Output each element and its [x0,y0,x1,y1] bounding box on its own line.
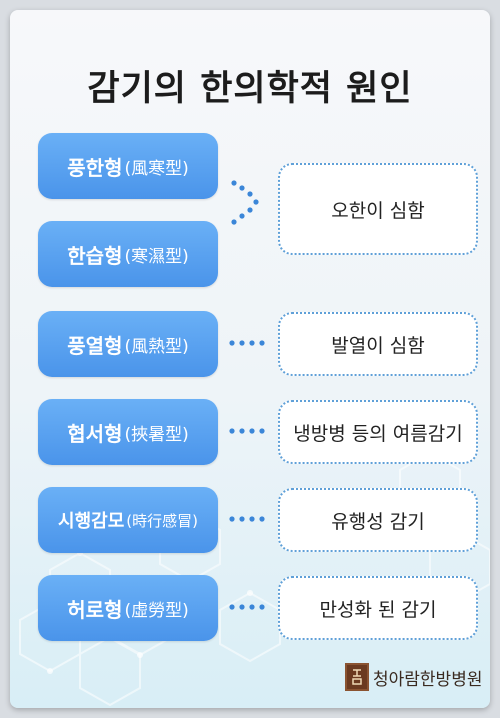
type-name: 한습형 [67,243,123,268]
type-hanja: (風寒型) [124,158,189,179]
description-box: 유행성 감기 [278,488,478,552]
dots-connector [229,516,265,522]
type-name: 시행감모 [58,511,125,532]
merge-dots-connector [231,180,259,225]
type-hanja: (寒濕型) [124,246,189,267]
type-name: 허로형 [67,597,123,622]
type-hanja: (虛勞型) [124,600,189,621]
hospital-logo: 청아람한방병원 [345,660,482,694]
logo-text: 청아람한방병원 [373,669,483,690]
type-si-haeng-gam-mo: 시행감모(時行感冒) [38,487,218,553]
description-box: 냉방병 등의 여름감기 [278,400,478,464]
type-hanja: (挾暑型) [124,424,189,445]
type-hyeop-seo: 협서형(挾暑型) [38,399,218,465]
type-name: 풍한형 [67,155,123,180]
type-hanja: (風熱型) [124,336,189,357]
type-heo-ro: 허로형(虛勞型) [38,575,218,641]
description-box: 만성화 된 감기 [278,576,478,640]
seal-icon [345,663,369,691]
description-box: 오한이 심함 [278,163,478,255]
type-name: 협서형 [67,421,123,446]
type-pung-yeol: 풍열형(風熱型) [38,311,218,377]
infographic-card: 감기의 한의학적 원인 풍한형(風寒型) 한습형(寒濕型) 풍열형(風熱型) 협… [10,10,490,708]
dots-connector [229,428,265,434]
type-pung-han: 풍한형(風寒型) [38,133,218,199]
page-title: 감기의 한의학적 원인 [87,69,413,109]
dots-connector [229,340,265,346]
type-han-seup: 한습형(寒濕型) [38,221,218,287]
type-name: 풍열형 [67,333,123,358]
description-box: 발열이 심함 [278,312,478,376]
dots-connector [229,604,265,610]
type-hanja: (時行感冒) [126,511,198,530]
